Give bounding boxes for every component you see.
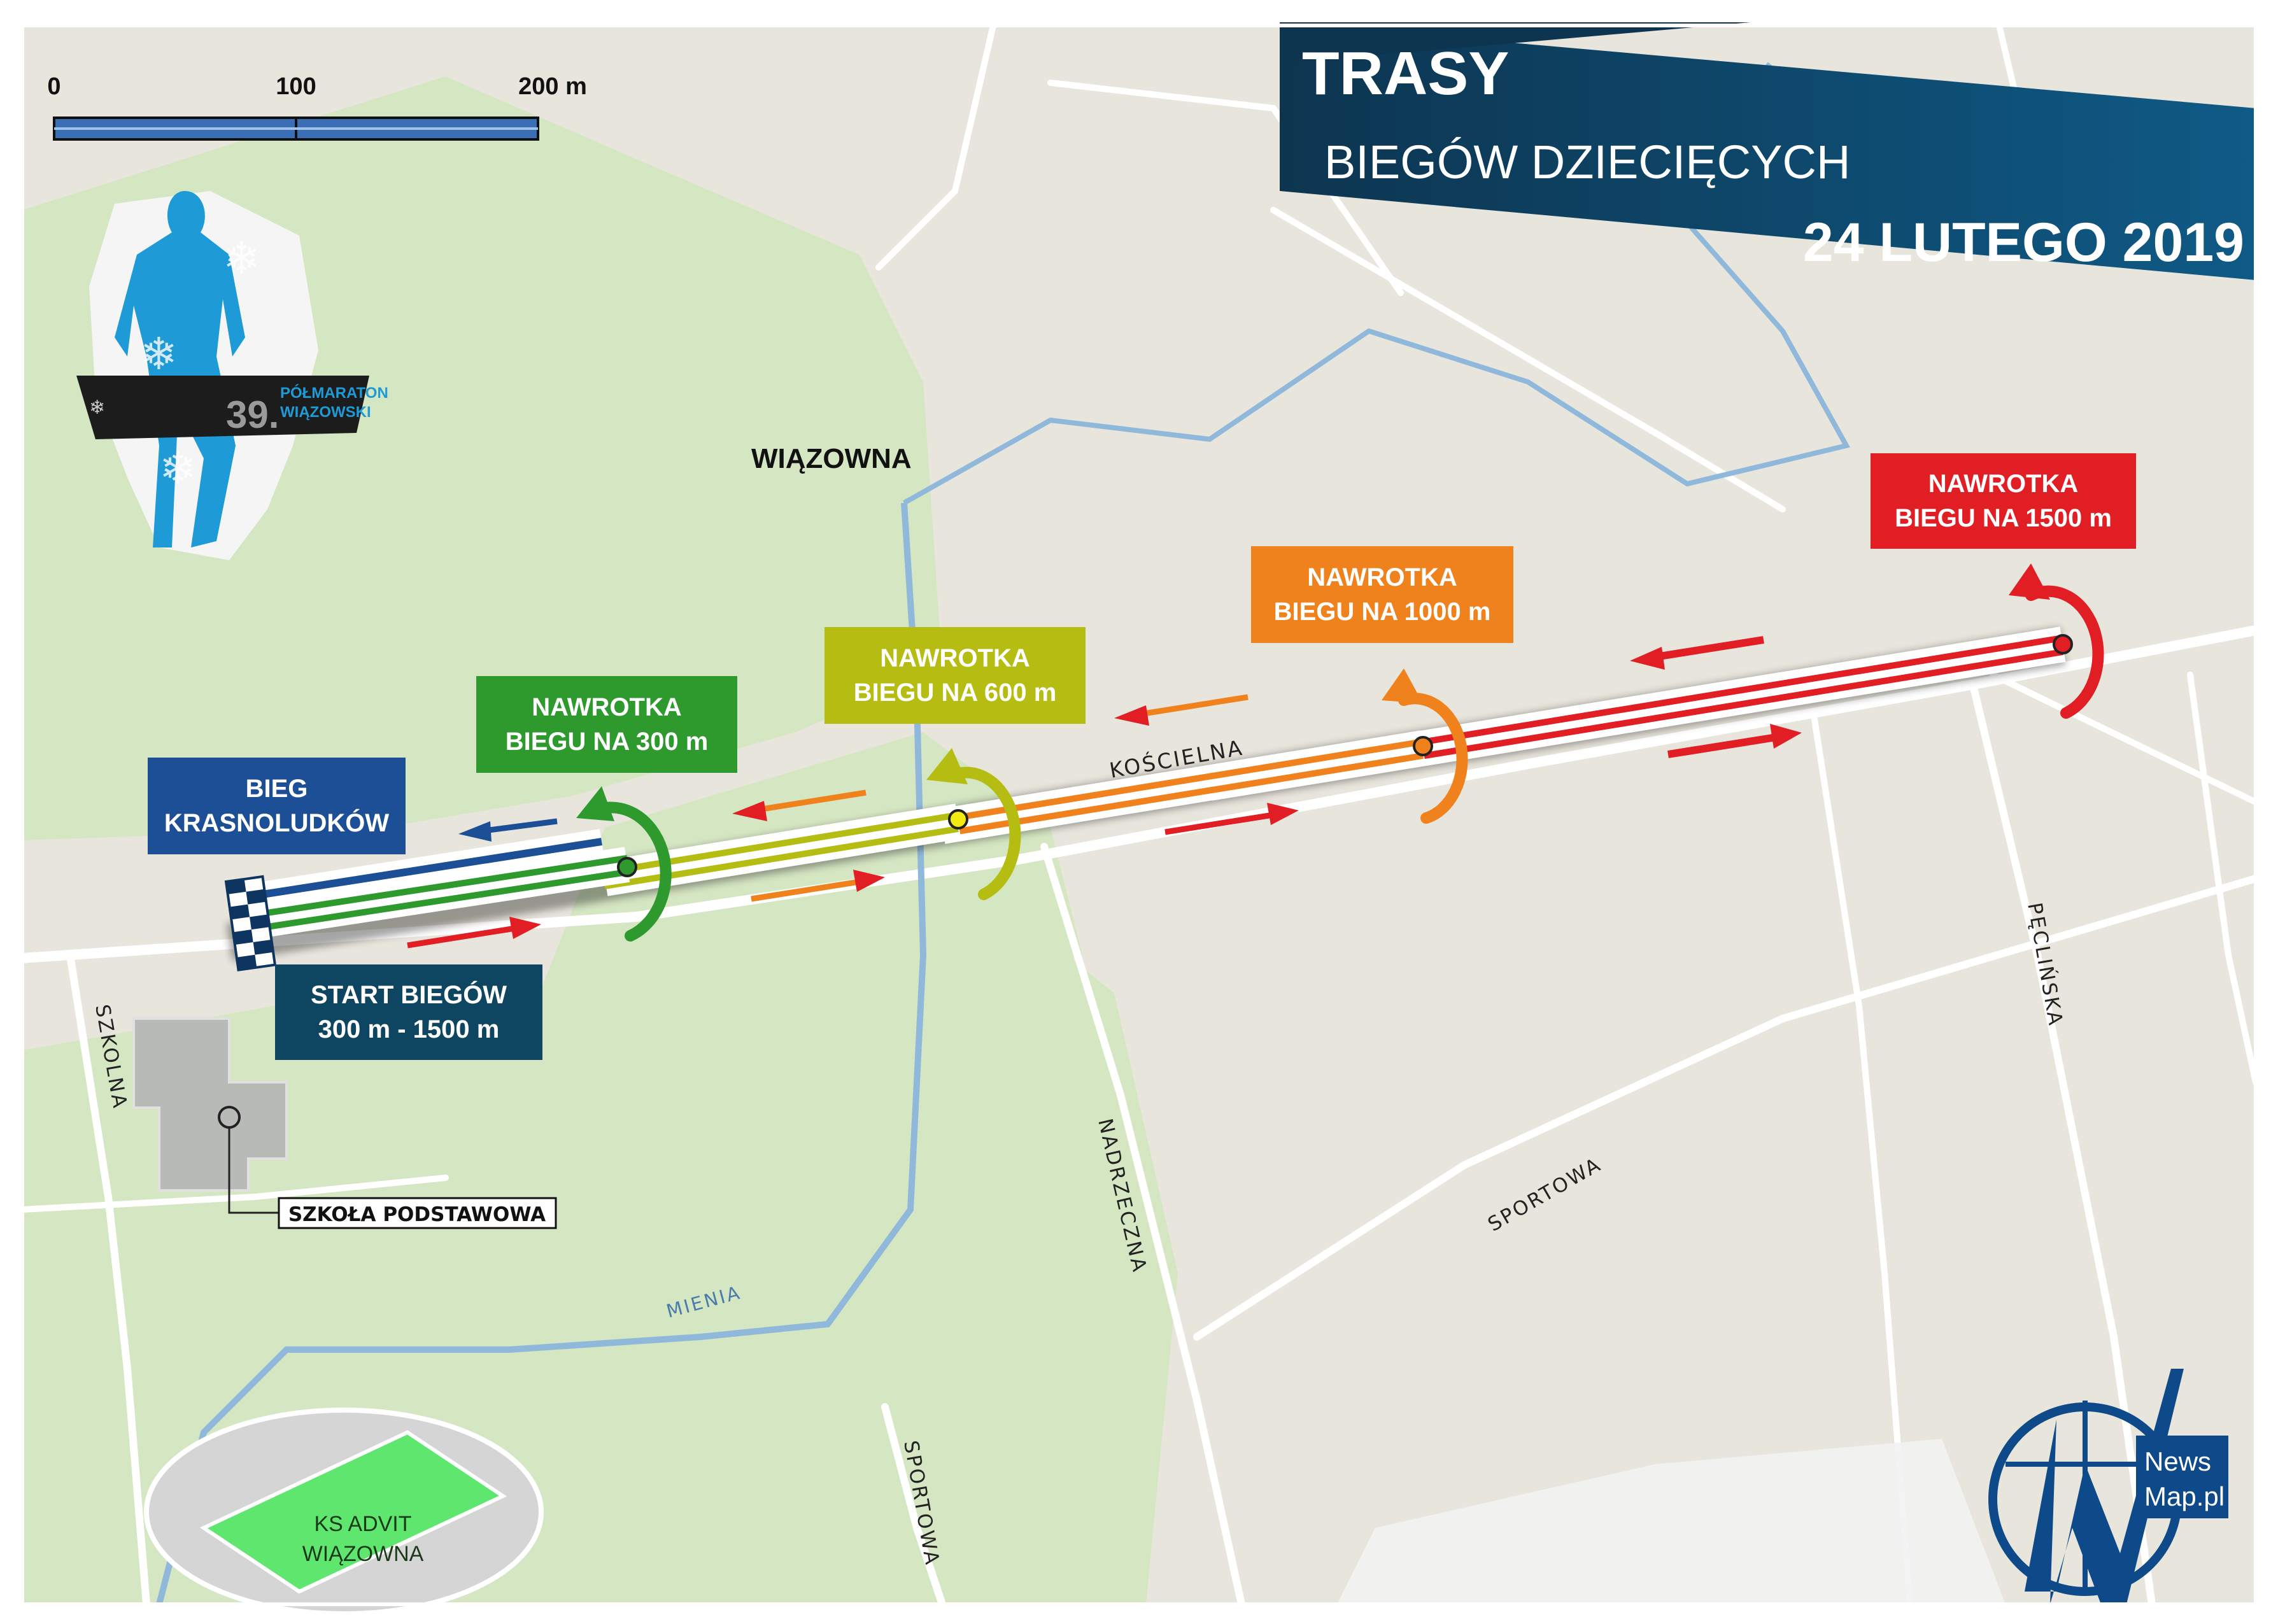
route-300-line-b [241, 869, 628, 934]
start-flag-icon [224, 875, 277, 971]
turn-600-label-line1: NAWROTKA [880, 644, 1030, 672]
scale-bar: 0 100 200 m [47, 73, 587, 141]
newsmap-line1: News [2144, 1446, 2211, 1476]
east-arrow-600-icon [751, 879, 860, 902]
turn-300-label-line2: BIEGU NA 300 m [505, 728, 709, 756]
road-east-1 [1811, 716, 1913, 1607]
road-sportowa-west [881, 1403, 946, 1608]
route-kids-line [241, 838, 602, 901]
title-line1: TRASY [1302, 39, 1509, 108]
newsmap-line2: Map.pl [2144, 1481, 2225, 1511]
turn-1500-arrow-icon [2025, 585, 2104, 719]
turn-1000-label: NAWROTKA BIEGU NA 1000 m [1251, 546, 1513, 643]
turn-1500-label-line2: BIEGU NA 1500 m [1895, 504, 2112, 532]
east-arrow-300-icon [407, 925, 516, 949]
road-north-2 [1047, 80, 1404, 296]
event-logo: 39. PÓŁMARATON WIĄZOWSKI ❄ ❄ ❄ ❄ [76, 191, 388, 560]
kids-run-label-line1: BIEG [245, 775, 308, 803]
turn-600-label: NAWROTKA BIEGU NA 600 m [824, 627, 1086, 724]
logo-number: 39. [226, 393, 279, 436]
route-300-line-a [241, 855, 628, 920]
west-arrow-1000-icon [1139, 694, 1249, 717]
road-sportowa-east [1193, 875, 2260, 1341]
direction-arrows [407, 636, 1802, 949]
runner-silhouette-icon [115, 191, 245, 547]
title-banner [1280, 22, 2256, 280]
school-label-box [278, 1197, 557, 1229]
page-border [20, 24, 2258, 1606]
scale-label-200: 200 m [518, 73, 587, 100]
turn-1000-label-line1: NAWROTKA [1307, 563, 1457, 591]
start-label-line2: 300 m - 1500 m [318, 1015, 500, 1043]
logo-line2: WIĄZOWSKI [280, 404, 371, 421]
turn-1000-arrow-icon [1398, 693, 1468, 824]
road-west-south [19, 1175, 449, 1213]
title-line2: BIEGÓW DZIECIĘCYCH [1324, 136, 1850, 188]
turn-600-arrow-icon [943, 766, 1021, 900]
road-east-2 [2187, 672, 2259, 1085]
newsmap-text-box [2136, 1436, 2228, 1518]
road-north-3 [1270, 207, 1786, 512]
town-label: WIĄZOWNA [751, 443, 912, 474]
turn-600-label-line2: BIEGU NA 600 m [853, 679, 1057, 707]
turn-1000-point [1413, 736, 1433, 756]
title-banner-top [1280, 22, 1751, 64]
school-label: SZKOŁA PODSTAWOWA [288, 1203, 546, 1226]
turn-1500-arrowhead-icon [2009, 563, 2050, 600]
kids-direction-arrow-icon [483, 818, 558, 834]
road-szkolna [66, 951, 150, 1608]
turn-300-arrowhead-icon [576, 786, 614, 821]
stadium-label-1: KS ADVIT [314, 1512, 411, 1536]
east-arrow-1000-icon [1164, 812, 1274, 835]
scale-label-0: 0 [47, 73, 60, 100]
school-leader-line [228, 1127, 280, 1214]
kids-run-label: BIEG KRASNOLUDKÓW [148, 758, 406, 854]
turn-1000-arrowhead-icon [1382, 668, 1423, 703]
scale-label-100: 100 [276, 73, 316, 100]
snowflake-icon: ❄ [89, 397, 105, 418]
west-arrow-1500-icon [1655, 636, 1764, 661]
turn-300-point [617, 857, 637, 877]
west-arrow-600-icon [757, 789, 867, 813]
start-label-line1: START BIEGÓW [310, 981, 507, 1009]
turn-300-label-line1: NAWROTKA [532, 693, 682, 721]
route-1000-line-b [942, 752, 1424, 837]
turn-300-label: NAWROTKA BIEGU NA 300 m [476, 676, 737, 773]
building-area [1337, 1439, 2006, 1604]
route-1000-line-a [942, 738, 1424, 823]
start-label: START BIEGÓW 300 m - 1500 m [275, 964, 542, 1060]
school-building [132, 1017, 288, 1192]
routes [239, 626, 2066, 941]
road-peclinska [1970, 684, 2156, 1608]
logo-black-banner [76, 376, 369, 439]
turn-1500-point [2053, 634, 2073, 654]
road-nadrzeczna [1040, 843, 1245, 1608]
turn-600-arrowhead-icon [926, 748, 968, 784]
turn-1000-label-line2: BIEGU NA 1000 m [1273, 598, 1491, 626]
title-line3: 24 LUTEGO 2019 [1803, 212, 2244, 273]
east-arrow-1500-icon [1667, 733, 1777, 758]
route-1000-band [939, 730, 1426, 844]
logo-line1: PÓŁMARATON [280, 384, 388, 402]
snowflake-icon-3: ❄ [140, 329, 178, 379]
road-koscielna-east [1990, 672, 2259, 805]
turn-1500-label: NAWROTKA BIEGU NA 1500 m [1871, 453, 2136, 549]
route-300-band [239, 847, 630, 941]
turnaround-arrows [576, 563, 2104, 942]
snowflake-icon-4: ❄ [159, 444, 197, 493]
kids-run-label-line2: KRASNOLUDKÓW [164, 809, 390, 837]
turn-1500-label-line1: NAWROTKA [1928, 470, 2079, 498]
turn-600-point [948, 809, 968, 830]
snowflake-icon-2: ❄ [223, 234, 260, 283]
stadium-label-2: WIĄZOWNA [302, 1542, 424, 1566]
stadium-pitch [199, 1430, 507, 1594]
road-north-1 [875, 22, 996, 271]
newsmap-logo: News Map.pl [1988, 1369, 2228, 1604]
turn-300-arrow-icon [586, 801, 672, 942]
